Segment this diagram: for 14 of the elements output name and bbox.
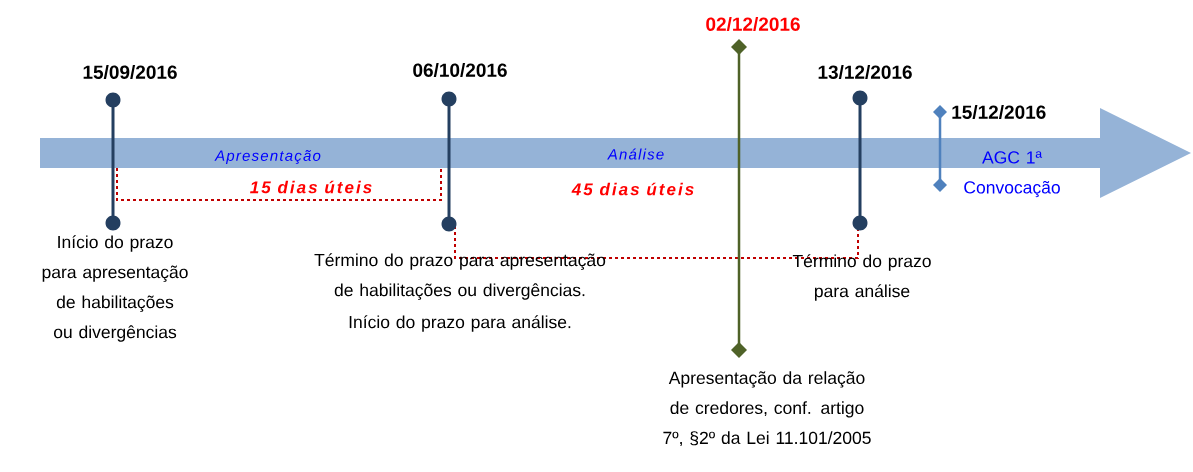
- date-label: 02/12/2016: [706, 16, 800, 32]
- date-label: 13/12/2016: [818, 64, 912, 80]
- milestone-description: Apresentação da relação de credores, conf. artigo 7º, §2º da Lei 11.101/2005: [663, 371, 871, 447]
- phase-label: Análise: [607, 148, 664, 160]
- date-label: 06/10/2016: [413, 62, 507, 78]
- duration-label: 45 dias úteis: [571, 182, 694, 196]
- date-label: 15/12/2016: [952, 104, 1046, 120]
- milestone-description: Término do prazo para análise: [792, 254, 931, 301]
- phase-label: Apresentação: [214, 150, 321, 164]
- duration-label: 15 dias úteis: [250, 180, 372, 194]
- date-label: 15/09/2016: [83, 64, 177, 80]
- milestone-description: Início do prazo para apresentação de habilitações ou divergências: [42, 235, 188, 342]
- milestone-description: AGC 1ª Convocação: [964, 151, 1060, 198]
- milestone-description: Término do prazo para apresentação de habilitações ou divergências. Início do prazo para análise.: [314, 253, 606, 332]
